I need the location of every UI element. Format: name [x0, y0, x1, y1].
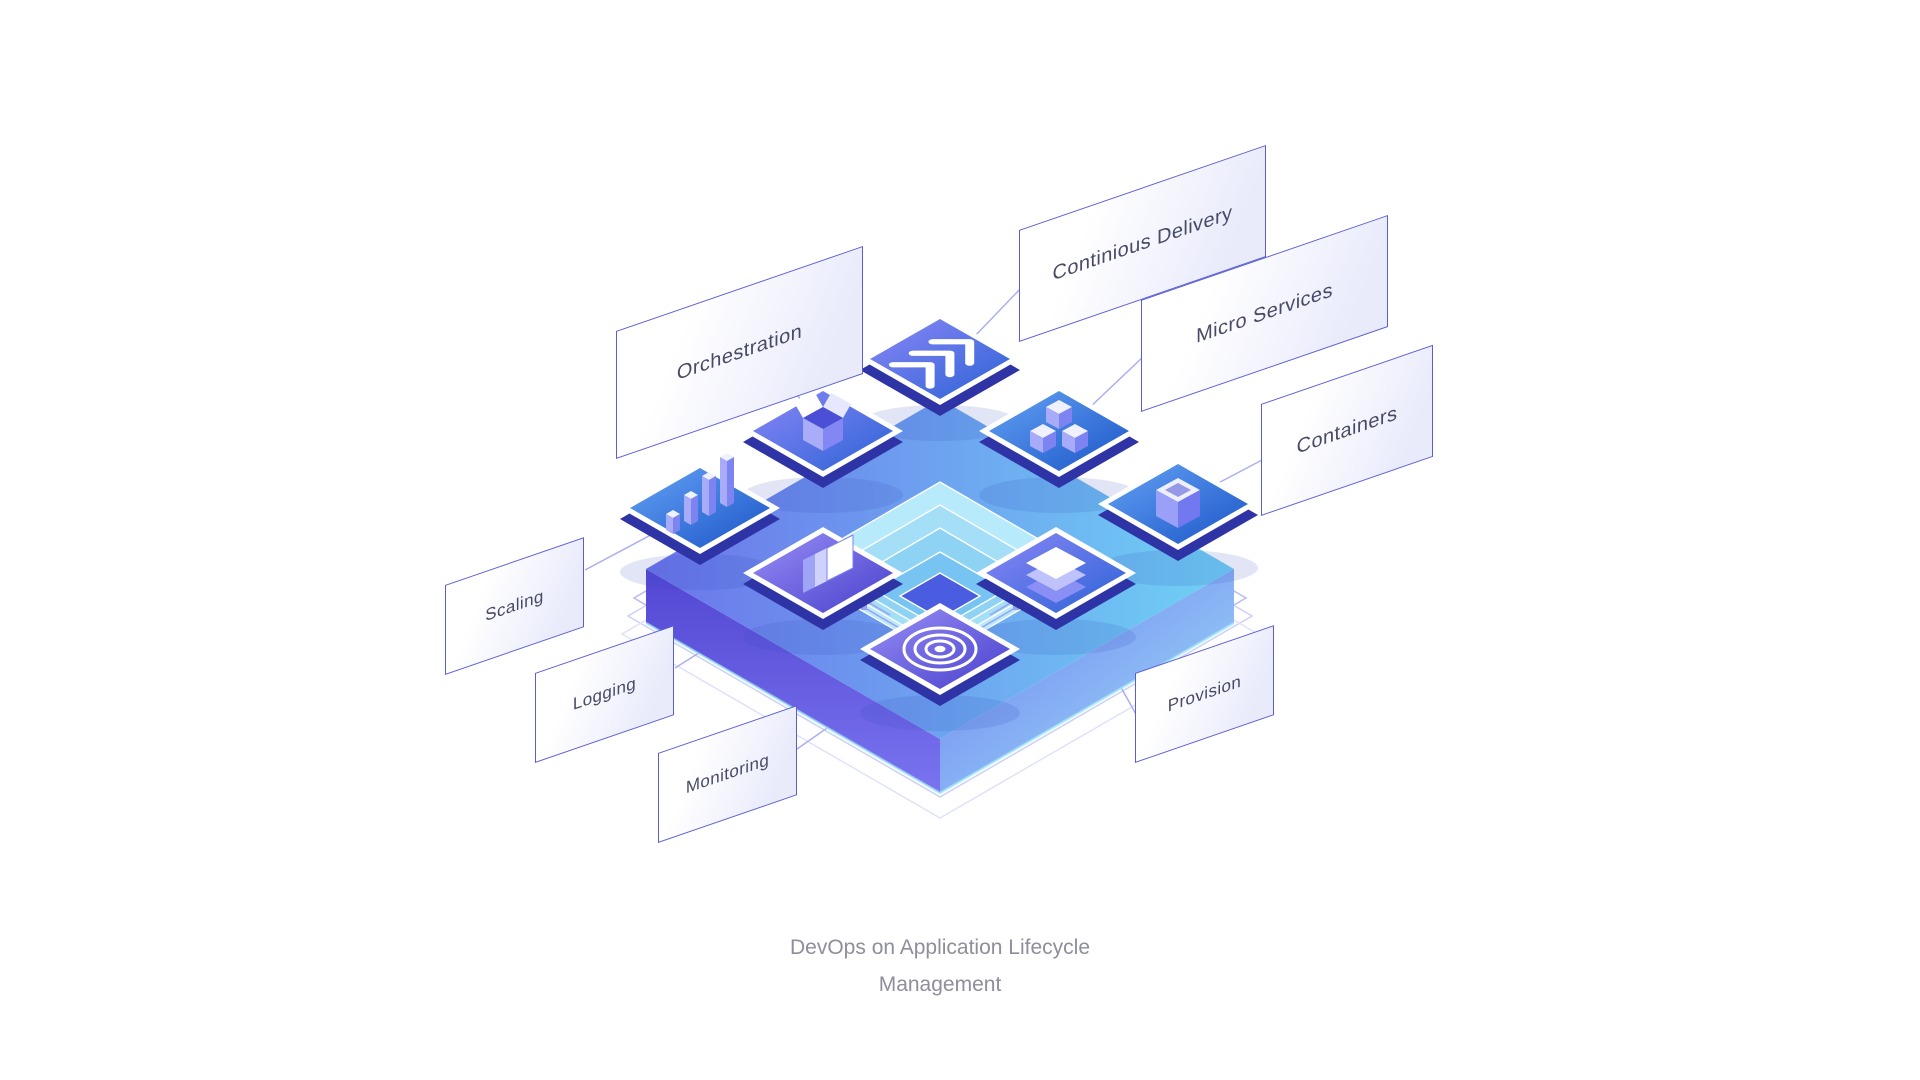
platform-right-face [940, 569, 1234, 793]
label-monitoring-text: Monitoring [685, 749, 770, 798]
tile-orchestration [743, 385, 903, 513]
tile-containers [1098, 458, 1258, 586]
document-stack-icon [803, 534, 854, 593]
tile-continious-delivery [860, 313, 1020, 441]
lens-eye-icon [902, 626, 978, 672]
tile-micro-services [979, 385, 1139, 513]
label-orchestration-text: Orchestration [676, 319, 803, 385]
label-scaling-text: Scaling [485, 585, 544, 626]
platform-left-face [646, 569, 940, 793]
label-logging-text: Logging [572, 673, 637, 714]
tile-monitoring [860, 603, 1020, 731]
label-provision-text: Provision [1167, 671, 1242, 716]
diagram-title-line1: DevOps on Application Lifecycle [790, 936, 1090, 959]
tile-logging [743, 527, 903, 655]
stacked-layers-icon [1026, 547, 1086, 603]
label-containers-text: Containers [1296, 401, 1398, 459]
cubes-cluster-icon [1030, 400, 1088, 453]
tile-provision [976, 527, 1136, 655]
label-micro-services-text: Micro Services [1196, 278, 1333, 348]
ascending-bars-icon [666, 453, 734, 534]
label-continious-delivery-text: Continious Delivery [1052, 201, 1233, 285]
diagram-title: DevOps on Application Lifecycle Manageme… [740, 930, 1140, 1004]
tile-scaling [620, 453, 780, 590]
open-package-icon [795, 393, 851, 451]
diagram-title-line2: Management [878, 972, 1002, 996]
container-box-icon [1156, 478, 1200, 528]
fast-forward-arrows-icon [888, 339, 975, 389]
